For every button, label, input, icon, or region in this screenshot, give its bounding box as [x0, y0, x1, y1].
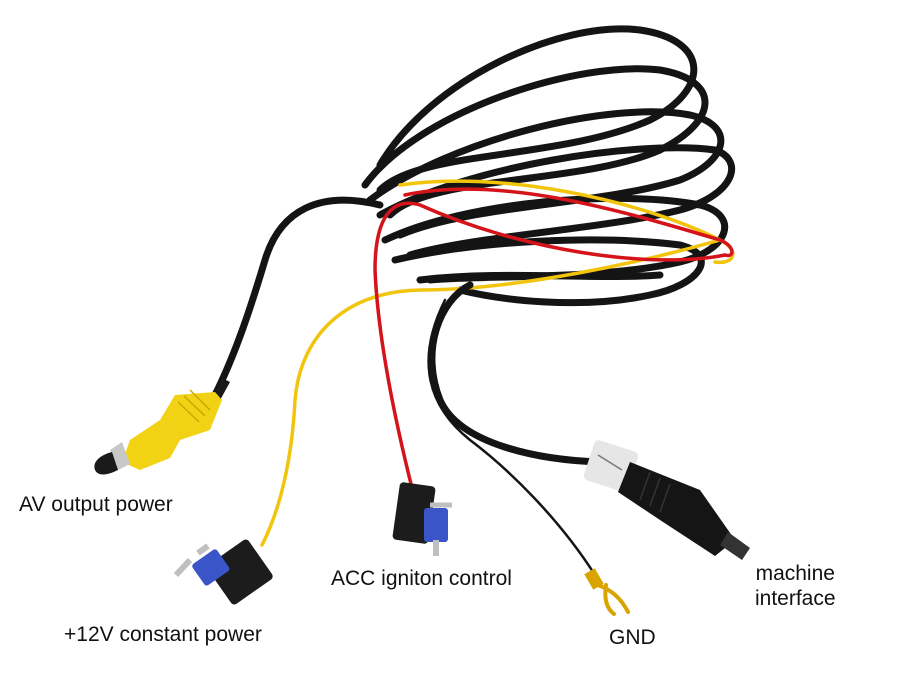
coiled-cable [361, 25, 735, 307]
red-wire-loop [403, 187, 734, 258]
constant-power-label: +12V constant power [64, 623, 262, 646]
constant-power-fuse [173, 539, 273, 605]
acc-control-label: ACC igniton control [331, 567, 512, 590]
machine-interface-line2: interface [755, 587, 836, 611]
acc-fuse [392, 482, 452, 556]
interface-cable [428, 281, 604, 466]
av-output-label: AV output power [19, 493, 173, 516]
rca-plug [94, 378, 230, 475]
machine-interface-line1: machine [755, 562, 835, 585]
yellow-wire [260, 238, 722, 547]
machine-interface-label: machine interface [755, 561, 836, 611]
gnd-label: GND [609, 626, 656, 649]
gnd-terminal [584, 568, 630, 616]
gnd-wire [427, 298, 597, 577]
machine-connector [583, 440, 750, 560]
red-wire [373, 201, 727, 490]
rca-cable [211, 196, 384, 399]
